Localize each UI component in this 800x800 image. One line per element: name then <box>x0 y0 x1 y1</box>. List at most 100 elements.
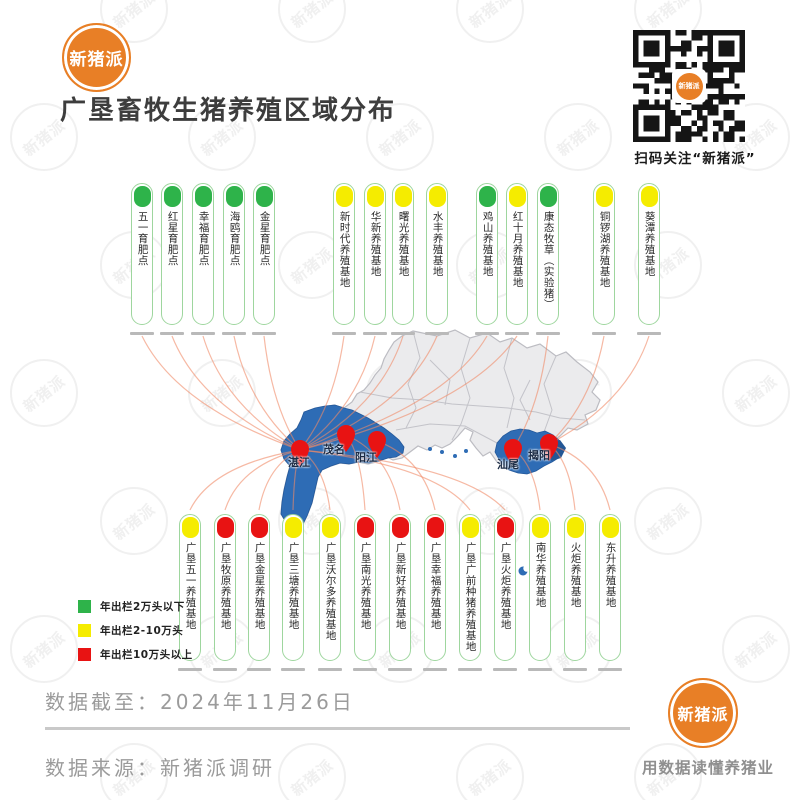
connector-line <box>202 335 301 451</box>
farm-name: 广垦广前种猪养殖基地 <box>464 542 477 652</box>
tick-dash <box>318 668 342 671</box>
tick-dash <box>388 668 412 671</box>
farm-name: 葵潭养殖基地 <box>643 211 656 277</box>
province-outline <box>280 329 601 531</box>
brand-slogan: 用数据读懂养猪业 <box>641 759 774 777</box>
city-borders <box>359 330 586 444</box>
legend-swatch-green <box>78 600 91 613</box>
city-label: 汕尾 <box>497 458 519 471</box>
scale-dot-green <box>539 185 557 207</box>
farm-pill: 新时代养殖基地 <box>333 183 355 325</box>
tick-dash <box>563 668 587 671</box>
farm-pill: 广垦金星养殖基地 <box>248 514 270 661</box>
data-source-value: 新猪派调研 <box>160 756 275 780</box>
tick-dash <box>391 332 415 335</box>
legend-swatch-yellow <box>78 624 91 637</box>
farm-name: 广垦三塘养殖基地 <box>287 542 300 630</box>
tick-dash <box>598 668 622 671</box>
farm-name: 广垦幸福养殖基地 <box>429 542 442 630</box>
watermark: 新猪派 <box>456 0 524 43</box>
watermark: 新猪派 <box>544 359 612 427</box>
scale-dot-yellow <box>181 516 199 538</box>
watermark: 新猪派 <box>366 359 434 427</box>
connector-line <box>299 449 506 511</box>
scale-dot-yellow <box>640 185 658 207</box>
tick-dash <box>425 332 449 335</box>
farm-pill: 广垦三塘养殖基地 <box>282 514 304 661</box>
farm-pill: 五一育肥点 <box>131 183 153 325</box>
farm-name: 红星育肥点 <box>166 211 179 266</box>
farm-pill: 铜锣湖养殖基地 <box>593 183 615 325</box>
farm-pill: 广垦火炬养殖基地 <box>494 514 516 661</box>
connector-line <box>548 335 605 445</box>
farm-pill: 广垦南光养殖基地 <box>354 514 376 661</box>
tick-dash <box>252 332 276 335</box>
farm-name: 广垦金星养殖基地 <box>253 542 266 630</box>
farm-name: 海鸥育肥点 <box>228 211 241 266</box>
connector-line <box>171 335 301 451</box>
data-cutoff-value: 2024年11月26日 <box>160 690 355 714</box>
farm-name: 华新养殖基地 <box>369 211 382 277</box>
watermark: 新猪派 <box>10 359 78 427</box>
farm-name: 南华养殖基地 <box>534 542 547 608</box>
watermark: 新猪派 <box>188 359 256 427</box>
farm-pill: 曙光养殖基地 <box>392 183 414 325</box>
tick-dash <box>247 668 271 671</box>
watermark: 新猪派 <box>10 615 78 683</box>
scale-dot-green <box>478 185 496 207</box>
scale-dot-yellow <box>428 185 446 207</box>
farm-name: 康态牧草（实验猪） <box>542 211 555 310</box>
data-cutoff-line: 数据截至：2024年11月26日 <box>45 686 355 715</box>
legend-label: 年出栏10万头以上 <box>100 649 193 661</box>
connector-line <box>299 335 488 451</box>
connector-line <box>299 335 518 451</box>
farm-name: 广垦南光养殖基地 <box>359 542 372 630</box>
tick-dash <box>222 332 246 335</box>
data-source-label: 数据来源： <box>45 756 160 780</box>
farm-pill: 广垦五一养殖基地 <box>179 514 201 661</box>
farm-name: 广垦新好养殖基地 <box>394 542 407 630</box>
farm-pill: 广垦新好养殖基地 <box>389 514 411 661</box>
farm-pill: 金星育肥点 <box>253 183 275 325</box>
connector-line <box>299 449 471 511</box>
scale-dot-red <box>426 516 444 538</box>
tick-dash <box>178 668 202 671</box>
farm-pill: 红星育肥点 <box>161 183 183 325</box>
tick-dash <box>423 668 447 671</box>
tick-dash <box>353 668 377 671</box>
qr-center-logo: 新猪派 <box>672 69 706 103</box>
tick-dash <box>592 332 616 335</box>
tick-dash <box>281 668 305 671</box>
farm-name: 鸡山养殖基地 <box>481 211 494 277</box>
legend-label: 年出栏2万头以下 <box>100 601 185 613</box>
farm-name: 广垦火炬养殖基地 <box>499 542 512 630</box>
tick-dash <box>191 332 215 335</box>
connector-line <box>548 335 650 445</box>
connector-line <box>263 335 301 451</box>
scale-dot-yellow <box>321 516 339 538</box>
farm-name: 金星育肥点 <box>258 211 271 266</box>
connector-line <box>189 449 301 511</box>
legend: 年出栏2万头以下年出栏2-10万头年出栏10万头以上 <box>78 599 193 671</box>
qr-code: 新猪派 <box>633 30 745 142</box>
data-source-line: 数据来源：新猪派调研 <box>45 752 275 781</box>
scale-dot-yellow <box>366 185 384 207</box>
connector-line <box>233 335 301 451</box>
farm-pill: 广垦沃尔多养殖基地 <box>319 514 341 661</box>
city-label: 湛江 <box>288 456 310 469</box>
farm-pill: 广垦幸福养殖基地 <box>424 514 446 661</box>
farm-name: 幸福育肥点 <box>197 211 210 266</box>
scale-dot-green <box>255 185 273 207</box>
farm-name: 五一育肥点 <box>136 211 149 266</box>
qr-logo-text: 新猪派 <box>675 72 703 100</box>
watermark: 新猪派 <box>456 743 524 800</box>
scale-dot-red <box>250 516 268 538</box>
scale-dot-yellow <box>394 185 412 207</box>
watermark: 新猪派 <box>634 487 702 555</box>
farm-name: 红十月养殖基地 <box>511 211 524 288</box>
farm-pill: 海鸥育肥点 <box>223 183 245 325</box>
brand-logo: 新猪派 <box>62 23 131 92</box>
scale-dot-green <box>225 185 243 207</box>
watermark: 新猪派 <box>278 743 346 800</box>
